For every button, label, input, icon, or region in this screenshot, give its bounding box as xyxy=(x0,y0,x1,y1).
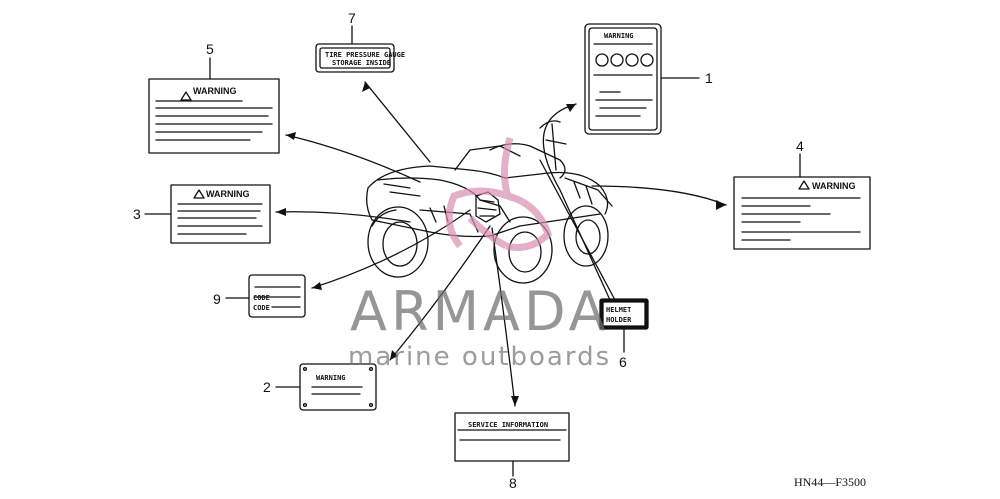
label-7-line1: TIRE PRESSURE GAUGE xyxy=(325,51,405,59)
label-2-heading: WARNING xyxy=(316,374,346,382)
callout-3[interactable]: 3 xyxy=(133,206,141,222)
label-4-heading: WARNING xyxy=(812,181,856,191)
label-8-line1: SERVICE INFORMATION xyxy=(468,421,548,429)
label-6[interactable] xyxy=(599,298,649,330)
leader-lines xyxy=(144,25,801,477)
label-5-heading: WARNING xyxy=(193,86,237,96)
watermark-logo-icon xyxy=(445,137,553,251)
label-3-heading: WARNING xyxy=(206,189,250,199)
label-3[interactable] xyxy=(170,184,271,244)
label-1-heading: WARNING xyxy=(604,32,634,40)
label-4[interactable] xyxy=(733,176,871,250)
watermark-brand: ARMADA xyxy=(350,280,610,343)
label-7-line2: STORAGE INSIDE xyxy=(332,59,391,67)
callout-1[interactable]: 1 xyxy=(705,70,713,86)
label-9-line1: CODE xyxy=(253,294,270,302)
label-6-line2: HOLDER xyxy=(606,316,632,324)
callout-7[interactable]: 7 xyxy=(348,10,356,26)
callout-9[interactable]: 9 xyxy=(213,291,221,307)
watermark-tagline: marine outboards xyxy=(348,342,611,372)
callout-8[interactable]: 8 xyxy=(509,475,517,491)
callout-2[interactable]: 2 xyxy=(263,379,271,395)
label-6-line1: HELMET xyxy=(606,306,631,314)
label-7[interactable] xyxy=(315,43,395,73)
label-2[interactable] xyxy=(299,363,377,411)
diagram-code: HN44—F3500 xyxy=(794,475,866,489)
atv-illustration xyxy=(366,120,613,284)
arrowheads xyxy=(276,82,726,406)
label-8[interactable] xyxy=(454,412,570,462)
callout-6[interactable]: 6 xyxy=(619,354,627,370)
label-1[interactable] xyxy=(584,23,662,135)
label-5[interactable] xyxy=(148,78,280,154)
watermark: ARMADA marine outboards xyxy=(348,137,611,372)
label-9-line2: CODE xyxy=(253,304,270,312)
callout-4[interactable]: 4 xyxy=(796,138,804,154)
label-9[interactable] xyxy=(248,274,306,318)
callout-5[interactable]: 5 xyxy=(206,41,214,57)
